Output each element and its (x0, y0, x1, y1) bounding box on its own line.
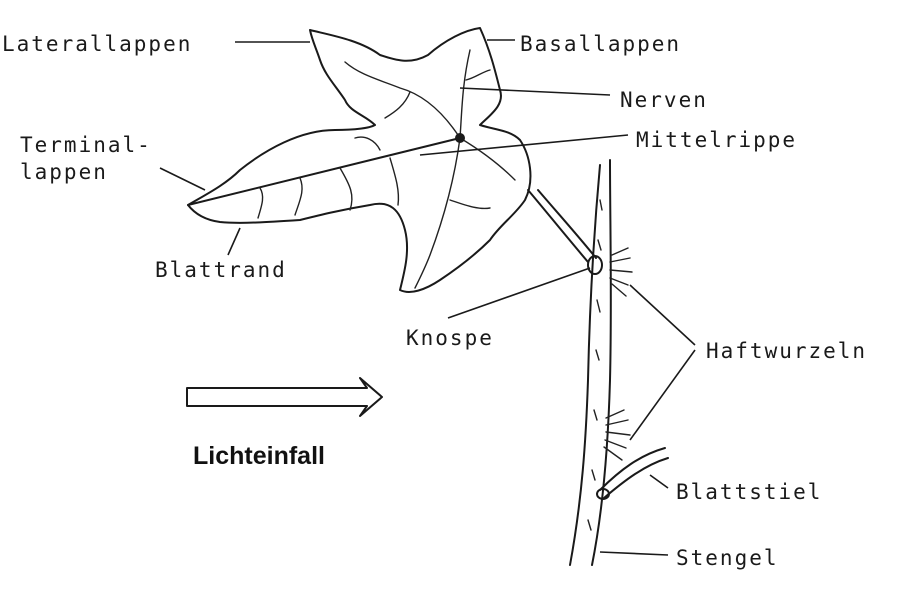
vein-node (455, 133, 465, 143)
leader-nerven (460, 88, 610, 95)
leaf-outline (188, 28, 530, 292)
vein-lower (415, 138, 460, 288)
leader-blattstiel (650, 475, 668, 488)
leader-mittelrippe (420, 135, 628, 155)
vein-branch-8 (450, 200, 490, 208)
lower-petiole (600, 448, 665, 490)
vein-branch-3 (258, 188, 263, 218)
light-arrow (187, 378, 382, 416)
petiole-inner (538, 190, 596, 258)
vein-upper (345, 62, 460, 138)
petiole (528, 190, 588, 262)
label-terminal-line2: lappen (20, 160, 108, 184)
label-knospe: Knospe (406, 326, 494, 350)
aerial-roots-upper (610, 248, 632, 296)
leader-blattrand (228, 228, 240, 255)
label-nerven: Nerven (620, 88, 708, 112)
bud (588, 256, 602, 274)
label-terminal-line1: Terminal- (20, 133, 152, 157)
midrib (188, 138, 460, 205)
vein-branch-7 (466, 70, 490, 80)
label-mittelrippe: Mittelrippe (636, 128, 797, 152)
label-laterallappen: Laterallappen (2, 32, 192, 56)
leader-stengel (600, 552, 668, 555)
label-haftwurzeln: Haftwurzeln (706, 339, 867, 363)
label-stengel: Stengel (676, 546, 779, 570)
vein-right (460, 138, 515, 180)
vein-branch-1 (295, 178, 302, 215)
vein-basal (460, 50, 470, 138)
label-blattstiel: Blattstiel (676, 480, 822, 504)
vein-branch-4 (390, 158, 398, 205)
vein-branch-6 (385, 92, 410, 118)
label-blattrand: Blattrand (155, 258, 287, 282)
label-basallappen: Basallappen (520, 32, 681, 56)
leader-haftwurzeln-upper (630, 285, 695, 345)
leader-haftwurzeln-lower (630, 350, 695, 440)
label-lichteinfall: Lichteinfall (193, 442, 325, 471)
leader-knospe (448, 268, 590, 318)
vein-branch-2 (340, 168, 352, 210)
leader-terminallappen (160, 168, 205, 190)
stem-left-edge (570, 165, 600, 565)
vein-branch-5 (355, 137, 380, 150)
